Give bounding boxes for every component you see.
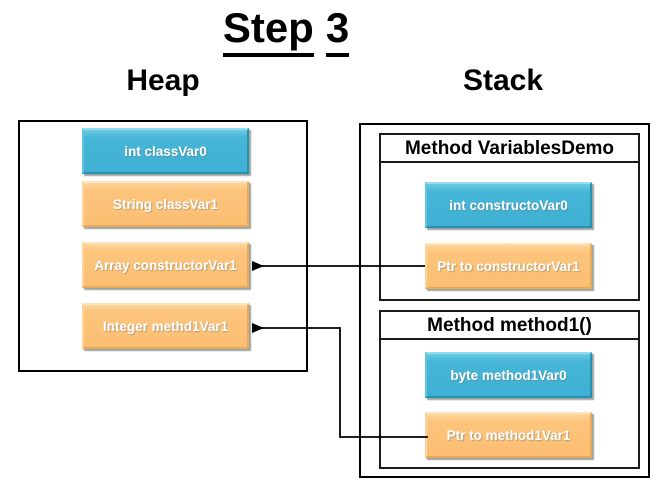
stack-box-method1var0: byte method1Var0 bbox=[425, 352, 592, 398]
stack-heading: Stack bbox=[462, 64, 544, 97]
stack-box-ptr-constructorvar1: Ptr to constructorVar1 bbox=[425, 243, 592, 289]
page-title-word-1: Step bbox=[222, 4, 314, 57]
stack-frame-title: Method method1() bbox=[381, 312, 638, 340]
heap-region: int classVar0 String classVar1 Array con… bbox=[18, 120, 308, 372]
stack-frame-method1: Method method1() byte method1Var0 Ptr to… bbox=[379, 310, 640, 469]
heap-heading: Heap bbox=[126, 64, 200, 97]
stack-region: Method VariablesDemo int constructoVar0 … bbox=[359, 123, 650, 478]
heap-box-constructorvar1: Array constructorVar1 bbox=[82, 242, 249, 288]
heap-box-classvar1: String classVar1 bbox=[82, 181, 249, 227]
stack-box-constructovar0: int constructoVar0 bbox=[425, 182, 592, 228]
heap-box-methd1var1: Integer methd1Var1 bbox=[82, 303, 249, 349]
page-title-word-2: 3 bbox=[325, 4, 350, 57]
stack-frame-title: Method VariablesDemo bbox=[381, 135, 638, 163]
stack-frame-variablesdemo: Method VariablesDemo int constructoVar0 … bbox=[379, 133, 640, 301]
heap-box-classvar0: int classVar0 bbox=[82, 128, 249, 174]
stack-box-ptr-method1var1: Ptr to method1Var1 bbox=[425, 412, 592, 458]
